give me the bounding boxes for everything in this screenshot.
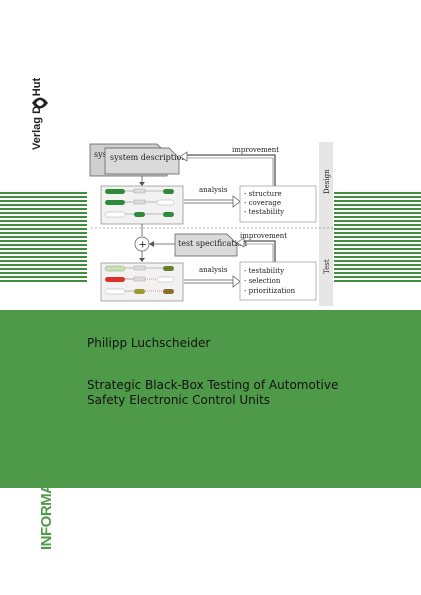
phase-test-label: Test	[323, 259, 331, 274]
top-node-4	[105, 200, 125, 205]
publisher-name: Verlag Dr. Hut	[31, 77, 43, 150]
top-result-box	[239, 185, 317, 223]
green-band	[0, 310, 421, 488]
test-specification-label: test specification	[178, 239, 247, 248]
top-node-8	[134, 212, 145, 217]
top-list-item-2: - coverage	[244, 199, 281, 207]
bottom-list-item-2: - selection	[244, 277, 281, 285]
top-node-3	[163, 189, 174, 194]
phase-bar	[319, 142, 333, 306]
phase-design-label: Design	[323, 169, 331, 194]
bottom-node-7	[104, 288, 126, 295]
analysis-top-label: analysis	[199, 186, 228, 194]
top-list-item-1: - structure	[244, 190, 282, 198]
publisher-logo-icon	[32, 97, 48, 109]
improvement-bottom-arrow	[236, 237, 245, 248]
top-node-5	[133, 199, 146, 205]
right-stripes	[334, 192, 421, 282]
series-label: INFORMATIK	[38, 461, 55, 550]
top-list-item-3: - testability	[244, 208, 284, 216]
bottom-node-5	[133, 276, 146, 282]
doc-down-arrowhead	[139, 182, 145, 186]
analysis-top-arrow	[232, 195, 241, 208]
improvement-top-label: improvement	[232, 146, 279, 154]
bottom-node-8	[134, 289, 145, 294]
bottom-result-box	[239, 261, 317, 301]
book-title-line-2: Safety Electronic Control Units	[87, 393, 271, 407]
bottom-node-6	[156, 276, 175, 283]
top-node-9	[163, 212, 174, 217]
improvement-top-line-inner	[186, 157, 274, 186]
top-node-1	[105, 189, 125, 194]
publisher-block: Verlag Dr. Hut	[21, 40, 61, 160]
analysis-bottom-arrow	[232, 275, 241, 288]
system-description-label: system description	[110, 153, 187, 162]
plus-symbol: +	[139, 240, 147, 251]
doc-back-label: syst	[94, 150, 111, 159]
left-stripes	[0, 192, 87, 282]
top-node-6	[156, 199, 175, 206]
test-spec-doc	[174, 233, 238, 257]
bottom-node-2	[133, 265, 146, 271]
improvement-top-line	[186, 154, 276, 186]
book-title: Strategic Black-Box Testing of Automotiv…	[87, 378, 338, 408]
bottom-list-item-3: - prioritization	[244, 287, 296, 295]
bottom-node-9	[163, 289, 174, 294]
bottom-node-3	[163, 266, 174, 271]
improvement-bottom-label: improvement	[240, 232, 287, 240]
bottom-node-1	[104, 265, 126, 272]
cover-diagram: syst system description improvement anal…	[89, 142, 333, 306]
top-node-7	[104, 211, 126, 218]
author-name: Philipp Luchscheider	[87, 336, 211, 350]
bottom-node-4	[105, 277, 125, 282]
bottom-list-item-1: - testability	[244, 267, 284, 275]
top-node-2	[133, 188, 146, 194]
improvement-top-arrow	[179, 151, 188, 162]
doc-front	[104, 147, 180, 175]
analysis-bottom-label: analysis	[199, 266, 228, 274]
book-title-line-1: Strategic Black-Box Testing of Automotiv…	[87, 378, 339, 392]
